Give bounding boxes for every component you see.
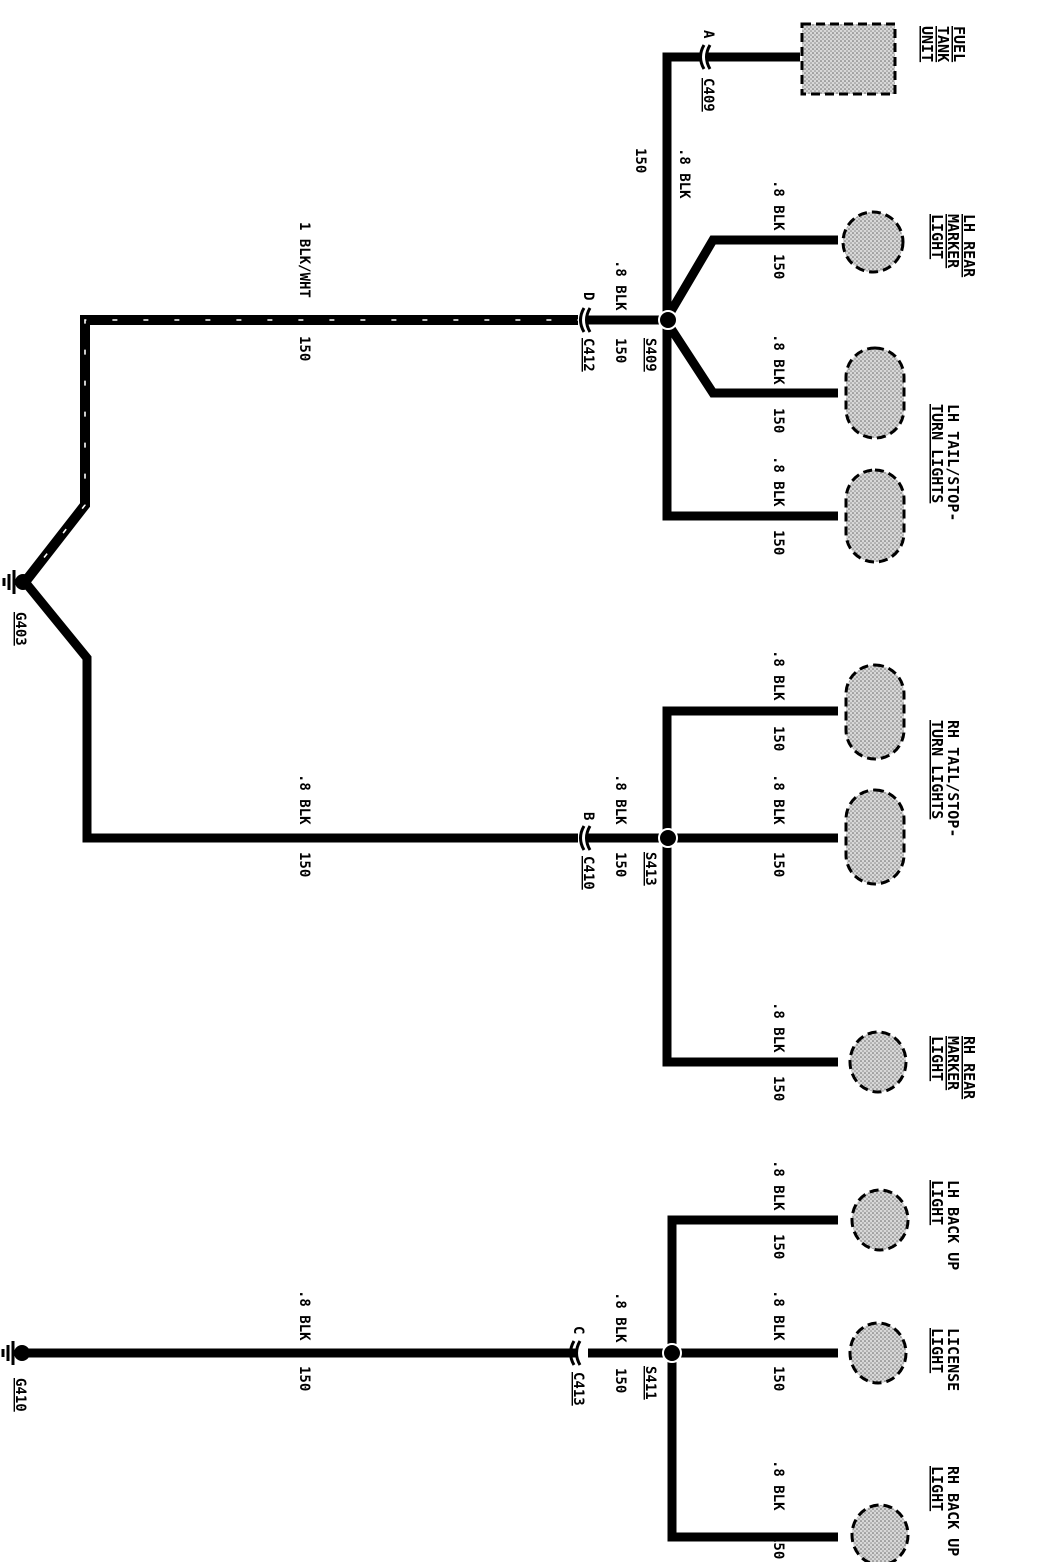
wire-g403-to-c410 — [21, 579, 578, 843]
lh-tail-light-lower-symbol — [844, 468, 906, 564]
g410-label: G410 — [12, 1378, 28, 1412]
wire-label-circuit: 150 — [770, 1076, 786, 1101]
wire-label-gauge: .8 BLK — [770, 1160, 786, 1211]
wire-label-circuit: 150 — [770, 852, 786, 877]
s413-label: S413 — [642, 852, 658, 886]
c409-pin-label: A — [700, 30, 716, 39]
wire-label-circuit: 150 — [770, 254, 786, 279]
c412-pin-label: D — [580, 292, 596, 300]
s409-label: S409 — [642, 338, 658, 372]
lh-tail-stop-turn-lights-label: TURN LIGHTS LH TAIL/STOP- — [928, 404, 962, 521]
connector-c413 — [569, 1340, 582, 1366]
rh-tail-light-lower-symbol — [844, 788, 906, 886]
wire-label-gauge: .8 BLK — [770, 456, 786, 507]
wire-label-circuit: 150 — [632, 148, 648, 173]
wire-label-gauge: .8 BLK — [676, 148, 692, 199]
wire-label-gauge: .8 BLK — [770, 1290, 786, 1341]
lh-rear-marker-light-symbol — [841, 210, 905, 274]
c413-id-label: C413 — [570, 1372, 586, 1406]
wire-s411-to-rh-backup — [667, 1353, 838, 1542]
fuel-tank-unit-label: UNIT TANK FUEL — [918, 26, 968, 71]
wire-label-circuit: 150 — [770, 1234, 786, 1259]
wire-s409-to-lh-tail-upper — [666, 324, 838, 398]
wire-s409-to-lh-tail-lower — [662, 320, 838, 521]
wire-label-circuit: 150 — [770, 726, 786, 751]
rh-back-up-light-label: LIGHT RH BACK UP — [928, 1466, 962, 1556]
component-labels: UNIT TANK FUEL LIGHT MARKER LH REAR TURN… — [918, 26, 978, 1556]
wire-s413-to-rh-tail-upper — [662, 706, 838, 838]
c410-id-label: C410 — [580, 856, 596, 890]
connector-labels: A C409 D C412 B C410 C C413 S409 S413 S4… — [12, 30, 716, 1412]
license-light-label: LIGHT LICENSE — [928, 1328, 962, 1391]
c412-id-label: C412 — [580, 338, 596, 372]
rh-back-up-light-symbol — [850, 1503, 910, 1562]
lh-back-up-light-symbol — [850, 1188, 910, 1252]
wire-labels: .8 BLK 150 .8 BLK 150 .8 BLK 150 .8 BLK … — [296, 148, 786, 1559]
wire-label-circuit: 150 — [612, 1368, 628, 1393]
wire-label-circuit: 150 — [612, 338, 628, 363]
wire-s413-to-rh-rear-marker — [662, 838, 838, 1067]
wire-label-gauge: .8 BLK — [612, 260, 628, 311]
wire-label-gauge: .8 BLK — [770, 774, 786, 825]
wire-label-gauge: .8 BLK — [770, 1002, 786, 1053]
rh-tail-light-upper-symbol — [844, 663, 906, 761]
wire-label-circuit: 150 — [612, 852, 628, 877]
splice-s411 — [662, 1343, 682, 1363]
wire-label-circuit: 150 — [296, 852, 312, 877]
connector-c412 — [579, 307, 592, 333]
wire-label-gauge-main: 1 BLK/WHT — [296, 222, 312, 298]
wire-label-gauge: .8 BLK — [612, 1292, 628, 1343]
wire-label-circuit: 150 — [770, 408, 786, 433]
c410-pin-label: B — [580, 812, 596, 820]
connectors — [569, 44, 712, 1366]
wire-s411-to-lh-backup — [667, 1215, 838, 1353]
wire-label-gauge: .8 BLK — [770, 334, 786, 385]
s411-label: S411 — [642, 1366, 658, 1400]
splice-s409 — [658, 310, 678, 330]
ground-g410-symbol — [1, 1341, 30, 1365]
wire-g403-to-c412 — [21, 315, 578, 586]
rh-rear-marker-light-label: LIGHT MARKER RH REAR — [928, 1036, 978, 1100]
wire-label-circuit: 150 — [296, 1366, 312, 1391]
wire-label-gauge: .8 BLK — [770, 650, 786, 701]
wires — [21, 52, 838, 1542]
wire-label-gauge: .8 BLK — [612, 774, 628, 825]
rh-rear-marker-light-symbol — [848, 1030, 908, 1094]
component-symbols — [800, 22, 910, 1562]
wire-label-gauge: .8 BLK — [770, 1460, 786, 1511]
splices — [658, 310, 682, 1363]
wire-label-circuit: 150 — [770, 1534, 786, 1559]
c409-id-label: C409 — [700, 78, 716, 112]
lh-tail-light-upper-symbol — [844, 346, 906, 440]
connector-c410 — [579, 825, 592, 851]
rh-tail-stop-turn-lights-label: TURN LIGHTS RH TAIL/STOP- — [928, 720, 962, 837]
wire-fuel-tank-to-s409 — [662, 52, 800, 320]
wire-label-circuit: 150 — [770, 1366, 786, 1391]
lh-rear-marker-light-label: LIGHT MARKER LH REAR — [928, 214, 978, 278]
g403-label: G403 — [12, 612, 28, 646]
wire-label-circuit: 150 — [770, 530, 786, 555]
c413-pin-label: C — [570, 1326, 586, 1334]
connector-c409 — [699, 44, 712, 70]
splice-s413 — [658, 828, 678, 848]
wire-s409-to-lh-rear-marker — [666, 235, 838, 316]
wire-label-gauge: .8 BLK — [296, 1290, 312, 1341]
wire-label-circuit: 150 — [296, 336, 312, 361]
wire-label-gauge: .8 BLK — [296, 774, 312, 825]
lh-back-up-light-label: LIGHT LH BACK UP — [928, 1180, 962, 1270]
wire-label-gauge: .8 BLK — [770, 180, 786, 231]
ground-g403-symbol — [2, 570, 31, 594]
license-light-symbol — [848, 1321, 908, 1385]
fuel-tank-unit-symbol — [800, 22, 897, 96]
